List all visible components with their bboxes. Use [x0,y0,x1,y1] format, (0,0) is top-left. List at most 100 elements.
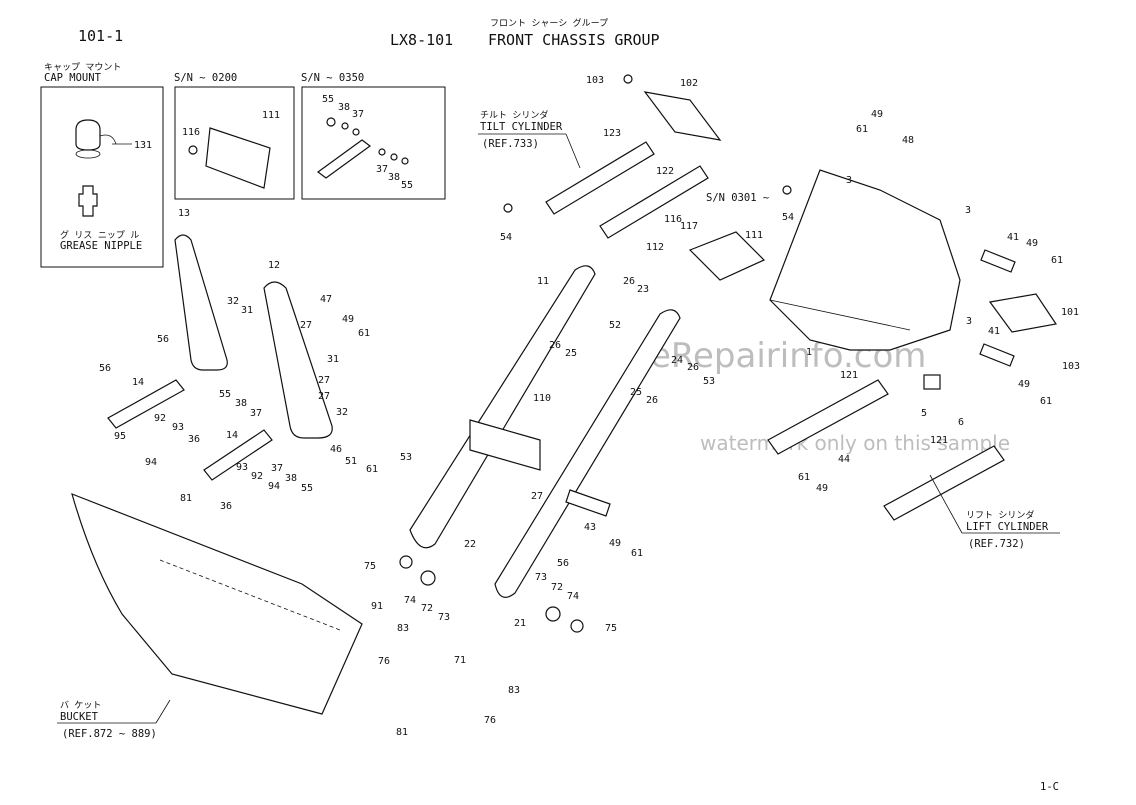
part-number: 26 [687,362,699,373]
part-number: 54 [782,212,794,223]
part-number: 38 [285,473,297,484]
part-number: 75 [364,561,376,572]
part-number: 37 [271,463,283,474]
bucket-label: BUCKET [60,711,99,723]
sn-0350-label: S/N ~ 0350 [301,72,364,84]
sn-0301-label: S/N 0301 ~ [706,192,769,204]
grease-nipple-label: GREASE NIPPLE [60,240,142,252]
plate-sn-0301: S/N 0301 ~ 116 117 111 112 [646,192,769,281]
tilt-cylinder: チルト シリンダ TILT CYLINDER (REF.733) 123 122… [478,109,794,243]
link-14-upper: 56 56 14 [99,334,185,429]
cover-plate-102: 103 102 [586,74,722,141]
part-number: 38 [388,172,400,183]
part-number: 43 [584,522,596,533]
part-number: 61 [631,548,643,559]
bell-crank-13: 13 [174,208,228,371]
part-number: 56 [99,363,111,374]
part-number: 49 [342,314,354,325]
grease-nipple-icon [78,185,98,217]
part-number: 71 [454,655,466,666]
part-number: 37 [250,408,262,419]
part-number: 61 [1040,396,1052,407]
part-number: 26 [646,395,658,406]
part-number: 61 [358,328,370,339]
part-number: 23 [637,284,649,295]
part-number: 116 [182,127,200,138]
part-number: 102 [680,78,698,89]
part-number: 101 [1061,307,1079,318]
part-number: 55 [401,180,413,191]
part-number: 61 [856,124,868,135]
part-number: 83 [508,685,520,696]
part-number: 55 [219,389,231,400]
part-number: 56 [557,558,569,569]
page-id: 1-C [1040,781,1059,793]
part-number: 74 [404,595,416,606]
pin-group-43: 27 43 49 61 [531,489,643,559]
part-number: 53 [400,452,412,463]
part-number: 112 [646,242,664,253]
pin-group-46: 46 51 61 53 [330,444,412,475]
part-number: 81 [180,493,192,504]
part-number: 61 [366,464,378,475]
part-number: 103 [586,75,604,86]
part-number: 38 [338,102,350,113]
link-icon [316,139,372,179]
part-number: 3 [846,175,852,186]
tilt-cylinder-label-jp: チルト シリンダ [480,109,548,121]
part-number: 24 [671,355,683,366]
part-number: 48 [902,135,914,146]
part-number: 37 [376,164,388,175]
part-number: 41 [988,326,1000,337]
part-number: 6 [958,417,964,428]
part-number: 46 [330,444,342,455]
part-number: 55 [301,483,313,494]
part-number: 73 [438,612,450,623]
part-number: 26 [549,340,561,351]
part-number: 55 [322,94,334,105]
bucket-label-jp: バ ケット [60,700,101,711]
page-title: FRONT CHASSIS GROUP [488,31,660,49]
part-number: 1 [806,347,812,358]
group-code: LX8-101 [390,31,453,49]
sn-0200-label: S/N ~ 0200 [174,72,237,84]
part-number: 26 [623,276,635,287]
link-14-lower: 14 55 38 37 92 93 95 94 36 93 92 36 94 3… [114,389,313,512]
part-number: 51 [345,456,357,467]
part-number: 53 [703,376,715,387]
part-number: 72 [551,582,563,593]
part-number: 74 [567,591,579,602]
part-number: 41 [1007,232,1019,243]
inset-sn-0350: S/N ~ 0350 55 38 37 37 38 55 [301,72,446,200]
part-number: 103 [1062,361,1080,372]
part-number: 75 [605,623,617,634]
lift-cylinder-ref: (REF.732) [968,538,1025,550]
part-number: 49 [1026,238,1038,249]
part-number: 61 [798,472,810,483]
part-number: 81 [396,727,408,738]
part-number: 37 [352,109,364,120]
part-number: 111 [745,230,763,241]
part-number: 94 [145,457,157,468]
part-number: 31 [241,305,253,316]
cap-ring-icon [75,149,101,159]
part-number: 83 [397,623,409,634]
part-number: 49 [1018,379,1030,390]
part-number: 49 [816,483,828,494]
lift-cylinders: 121 121 5 6 61 49 44 リフト シリンダ LIFT CYLIN… [767,370,1060,550]
lift-cylinder-label: LIFT CYLINDER [966,521,1049,533]
part-number: 49 [609,538,621,549]
page-ref: 101-1 [78,27,123,45]
part-number: 14 [226,430,238,441]
part-number: 38 [235,398,247,409]
part-number: 111 [262,110,280,121]
bucket: 81 バ ケット BUCKET (REF.872 ~ 889) [57,492,363,740]
part-number: 3 [966,316,972,327]
part-number: 5 [921,408,927,419]
inset-cap-mount: キャップ マウント CAP MOUNT グ リス ニップ ル GREASE NI… [40,62,164,268]
part-number: 131 [134,140,152,151]
front-frame: 61 49 48 3 3 3 1 [769,109,972,358]
part-number: 76 [378,656,390,667]
lift-arm-11: 11 26 23 52 26 25 110 24 26 53 25 26 [409,265,715,598]
